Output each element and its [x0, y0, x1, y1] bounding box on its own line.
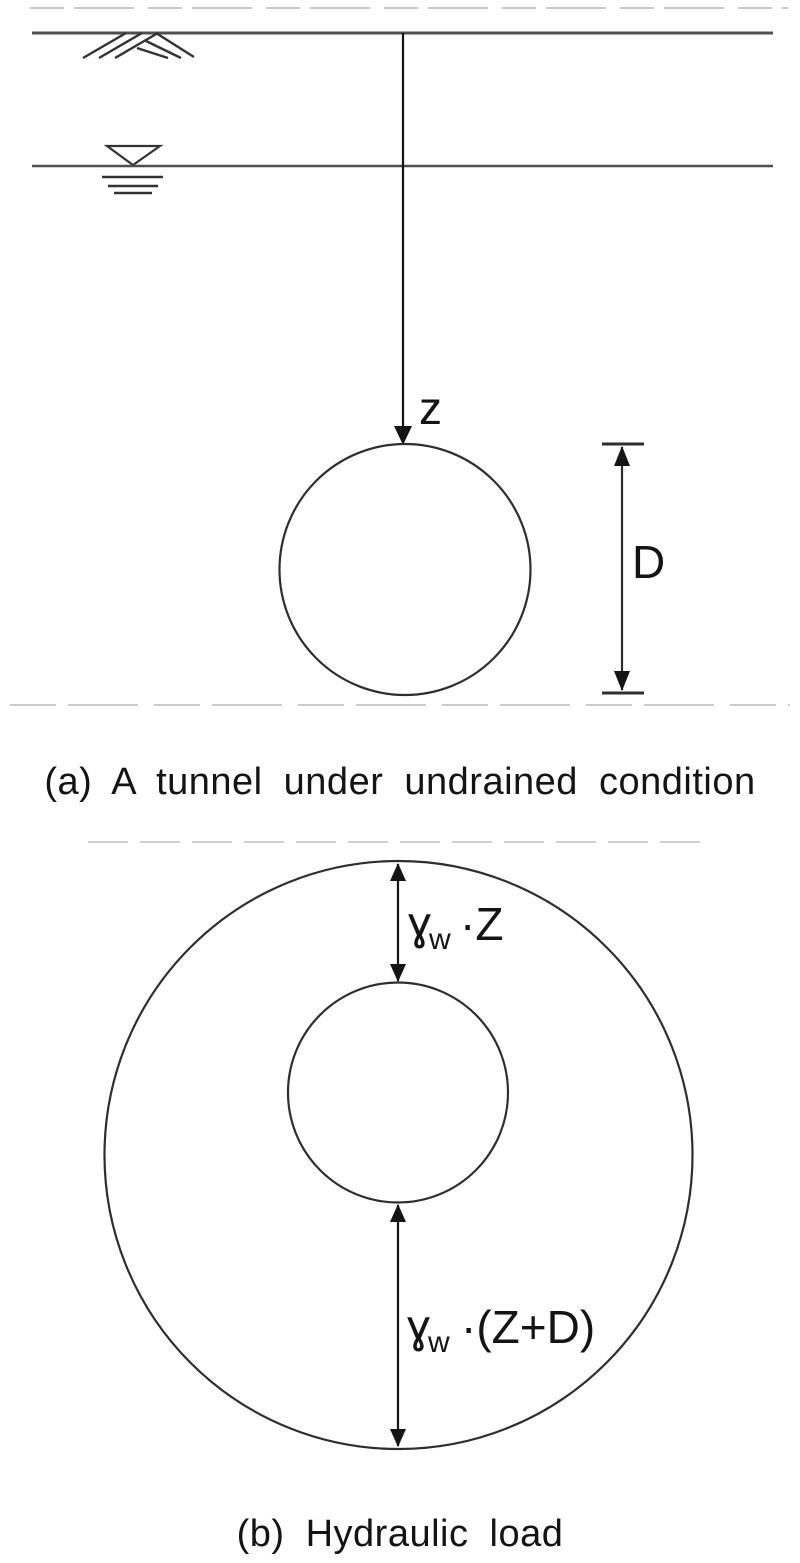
invert-load-expression: ·(Z+D) — [461, 1301, 595, 1353]
invert-load-gamma: ɣ — [407, 1300, 430, 1352]
diameter-dimension — [602, 442, 644, 695]
depth-label: z — [419, 382, 442, 434]
tunnel-circle-b — [286, 981, 510, 1204]
diameter-label: D — [632, 536, 665, 588]
invert-load-subscript: w — [427, 1326, 450, 1359]
hydraulic-boundary-circle — [103, 859, 694, 1451]
water-table-icon — [102, 144, 164, 195]
crown-load-expression: ·Z — [460, 898, 503, 950]
depth-arrow — [394, 33, 412, 445]
tunnel-circle-a — [278, 442, 532, 697]
crown-load-gamma: ɣ — [408, 897, 431, 949]
panel-a-diagram: z D (a) A tunnel under undrained conditi… — [10, 7, 790, 803]
caption-panel-a: (a) A tunnel under undrained condition — [44, 761, 755, 803]
caption-panel-b: (b) Hydraulic load — [237, 1513, 564, 1555]
crown-load-label: ɣ w ·Z — [408, 897, 503, 956]
crown-pressure-arrow — [390, 863, 406, 982]
crown-load-subscript: w — [428, 923, 451, 956]
invert-load-label: ɣ w ·(Z+D) — [407, 1300, 595, 1359]
panel-b-diagram: ɣ w ·Z ɣ w ·(Z+D) (b) Hydraulic load — [88, 841, 706, 1555]
invert-pressure-arrow — [390, 1204, 406, 1447]
ground-hatch-icon — [82, 31, 195, 60]
